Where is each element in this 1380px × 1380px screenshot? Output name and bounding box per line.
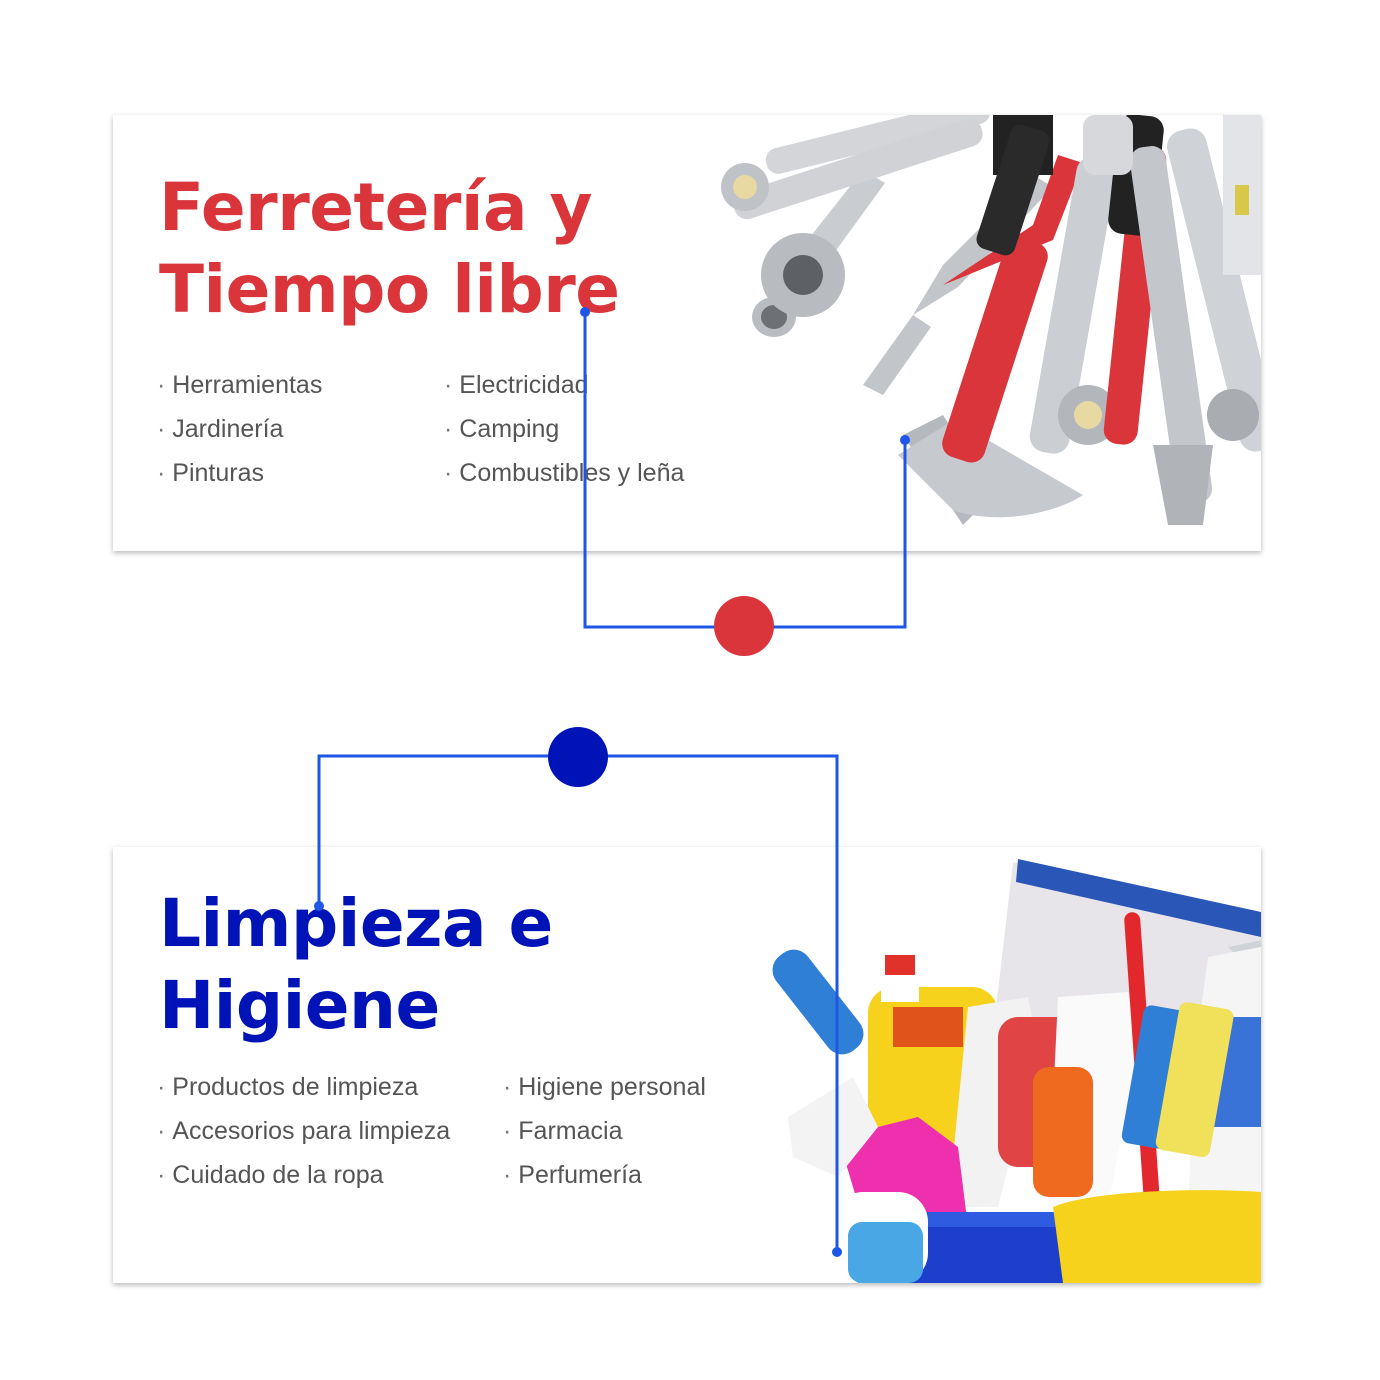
brush-handle-icon [772, 949, 864, 1055]
title-line: Ferretería y [159, 169, 593, 246]
ratchet-icon [761, 115, 991, 317]
subcategory-list: Herramientas Jardinería Pinturas [157, 363, 322, 495]
tools-image [721, 115, 1261, 525]
glove-icon [1053, 1190, 1261, 1283]
subcategory-list: Electricidad Camping Combustibles y leña [444, 363, 684, 495]
subcategory-link[interactable]: Combustibles y leña [444, 451, 684, 495]
orange-bottle-icon [1033, 1067, 1093, 1197]
cleaning-supplies-image [772, 859, 1261, 1283]
subcategory-link[interactable]: Cuidado de la ropa [157, 1153, 450, 1197]
subcategory-link[interactable]: Camping [444, 407, 684, 451]
wrench-set-icon [1029, 115, 1261, 525]
wrench-icon [721, 118, 983, 220]
hammer-icon [898, 124, 1083, 525]
subcategory-link[interactable]: Perfumería [503, 1153, 706, 1197]
subcategory-list: Productos de limpieza Accesorios para li… [157, 1065, 450, 1197]
category-title: Ferretería y Tiempo libre [159, 167, 620, 331]
subcategory-link[interactable]: Productos de limpieza [157, 1065, 450, 1109]
sponge-icon [1121, 1002, 1234, 1157]
subcategory-link[interactable]: Higiene personal [503, 1065, 706, 1109]
subcategory-list: Higiene personal Farmacia Perfumería [503, 1065, 706, 1197]
subcategory-link[interactable]: Electricidad [444, 363, 684, 407]
scrub-brush-icon [833, 1192, 928, 1283]
subcategory-link[interactable]: Accesorios para limpieza [157, 1109, 450, 1153]
title-line: Limpieza e [159, 885, 553, 962]
category-title: Limpieza e Higiene [159, 883, 553, 1047]
marker-dot-red[interactable] [714, 596, 774, 656]
subcategory-link[interactable]: Jardinería [157, 407, 322, 451]
category-card-ferreteria[interactable]: Ferretería y Tiempo libre Herramientas J… [113, 115, 1261, 551]
marker-dot-blue[interactable] [548, 727, 608, 787]
category-card-limpieza[interactable]: Limpieza e Higiene Productos de limpieza… [113, 847, 1261, 1283]
title-line: Higiene [159, 967, 440, 1044]
subcategory-link[interactable]: Pinturas [157, 451, 322, 495]
subcategory-link[interactable]: Herramientas [157, 363, 322, 407]
title-line: Tiempo libre [159, 251, 620, 328]
subcategory-link[interactable]: Farmacia [503, 1109, 706, 1153]
